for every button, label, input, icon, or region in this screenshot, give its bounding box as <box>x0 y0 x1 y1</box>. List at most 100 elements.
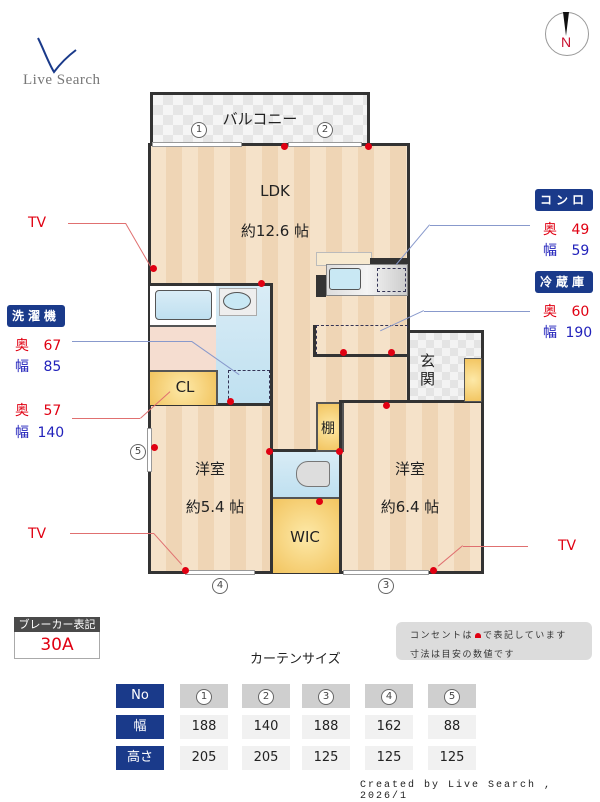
width-label: 幅 <box>15 359 29 375</box>
bedroom-east-size: 約6.4 帖 <box>380 498 440 516</box>
note-line1-post: で表記しています <box>483 631 567 641</box>
window-4-number: 4 <box>212 578 228 594</box>
logo-v-icon <box>37 37 77 74</box>
curtain-width-4: 162 <box>365 715 413 739</box>
outlet-icon <box>383 402 390 409</box>
header-height: 高さ <box>116 746 164 770</box>
curtain-no-2: 2 <box>242 684 290 708</box>
wall <box>313 325 316 356</box>
wall <box>407 143 410 333</box>
tv-label-bedroom-west: TV <box>28 526 47 542</box>
stove-depth: 奥 49 <box>543 219 589 239</box>
stove-width: 幅 59 <box>543 240 589 260</box>
curtain-width-2: 140 <box>242 715 290 739</box>
wall <box>270 449 342 452</box>
window-3-number: 3 <box>378 578 394 594</box>
no-circle: 4 <box>381 689 397 705</box>
outlet-icon <box>266 448 273 455</box>
depth-label: 奥 <box>543 304 557 320</box>
washbasin-bowl-icon <box>223 292 251 310</box>
bedroom-west-name: 洋室 <box>194 460 225 478</box>
washer-badge: 洗濯機 <box>7 305 65 327</box>
wall <box>270 406 273 574</box>
depth-label: 奥 <box>543 222 557 238</box>
closet-depth-value: 57 <box>43 403 62 419</box>
wic-label: WIC <box>290 528 320 546</box>
stove-leader <box>430 225 530 226</box>
wall <box>316 275 326 297</box>
bathtub-icon <box>155 290 212 320</box>
window-5-number: 5 <box>130 444 146 460</box>
floor-plan: バルコニー 1 2 LDK 約12.6 帖 CL 洋室 約5.4 帖 5 4 <box>130 92 484 594</box>
washer-area <box>228 370 270 404</box>
outlet-icon <box>316 498 323 505</box>
outlet-icon <box>227 398 234 405</box>
outlet-legend-icon <box>475 633 482 638</box>
logo-text: Live Search <box>23 72 101 88</box>
laundry-area <box>150 327 216 370</box>
depth-label: 奥 <box>15 403 29 419</box>
window-2 <box>288 142 362 147</box>
width-label: 幅 <box>15 425 29 441</box>
wall <box>339 400 342 574</box>
fridge-badge: 冷蔵庫 <box>535 271 593 293</box>
outlet-icon <box>388 349 395 356</box>
note-line1-pre: コンセントは <box>410 631 474 641</box>
outlet-icon <box>336 448 343 455</box>
stove-area <box>377 268 406 292</box>
east-room-floor <box>342 402 482 574</box>
walk-in-closet <box>273 497 340 573</box>
depth-label: 奥 <box>15 338 29 354</box>
fridge-depth: 奥 60 <box>543 301 589 321</box>
fridge-width: 幅 190 <box>543 322 592 342</box>
no-circle: 1 <box>196 689 212 705</box>
wall <box>370 258 408 265</box>
compass-north-label: N <box>560 34 572 50</box>
wall <box>313 354 410 357</box>
closet-width-value: 140 <box>37 425 65 441</box>
breaker-value: 30A <box>14 632 100 659</box>
wall <box>481 330 484 574</box>
washer-depth-value: 67 <box>43 338 62 354</box>
wall <box>339 400 484 403</box>
closet-cl-label: CL <box>175 378 195 396</box>
wall <box>148 143 410 146</box>
width-label: 幅 <box>543 325 557 341</box>
balcony <box>150 92 370 145</box>
closet-leader <box>72 418 140 419</box>
no-circle: 5 <box>444 689 460 705</box>
outlet-icon <box>182 567 189 574</box>
washer-width: 幅 85 <box>15 356 61 376</box>
tv-leader-west <box>70 533 154 534</box>
outlet-icon <box>150 265 157 272</box>
stove-depth-value: 49 <box>571 222 590 238</box>
no-circle: 2 <box>258 689 274 705</box>
compass-needle-icon <box>563 12 569 36</box>
washer-leader <box>72 341 192 342</box>
curtain-width-1: 188 <box>180 715 228 739</box>
window-4 <box>185 570 255 575</box>
bedroom-east-name: 洋室 <box>394 460 425 478</box>
note-line2: 寸法は目安の数値です <box>410 650 516 660</box>
width-label: 幅 <box>543 243 557 259</box>
closet-cl <box>150 370 218 405</box>
washer-width-value: 85 <box>43 359 62 375</box>
curtain-no-3: 3 <box>302 684 350 708</box>
sink-icon <box>329 268 361 290</box>
balcony-label: バルコニー <box>222 110 298 128</box>
window-2-number: 2 <box>317 122 333 138</box>
washer-depth: 奥 67 <box>15 335 61 355</box>
fridge-depth-value: 60 <box>571 304 590 320</box>
closet-width: 幅 140 <box>15 422 64 442</box>
wall <box>150 283 272 286</box>
ldk-name: LDK <box>260 182 290 200</box>
curtain-width-5: 88 <box>428 715 476 739</box>
curtain-height-1: 205 <box>180 746 228 770</box>
ldk-size: 約12.6 帖 <box>240 222 310 240</box>
curtain-height-4: 125 <box>365 746 413 770</box>
window-1-number: 1 <box>191 122 207 138</box>
no-circle: 3 <box>318 689 334 705</box>
outlet-icon <box>430 567 437 574</box>
shoe-cabinet <box>464 358 482 402</box>
curtain-no-4: 4 <box>365 684 413 708</box>
